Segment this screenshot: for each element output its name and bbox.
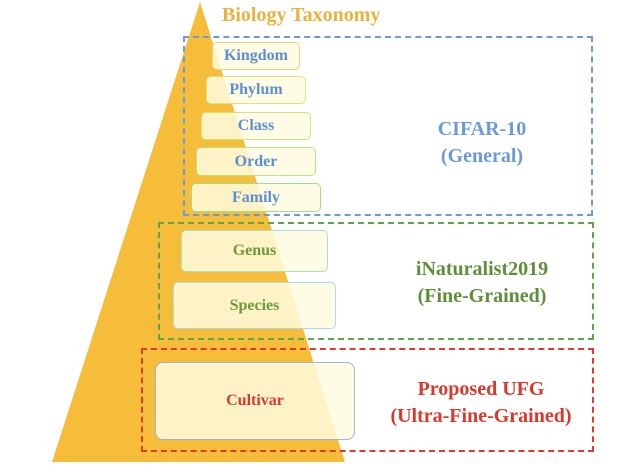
level-order: Order xyxy=(196,147,316,176)
ultra-fine-grained-group-label: Proposed UFG (Ultra-Fine-Grained) xyxy=(370,376,592,430)
general-group-box xyxy=(183,36,593,216)
level-class: Class xyxy=(201,112,311,140)
level-genus: Genus xyxy=(181,230,328,272)
level-species: Species xyxy=(173,282,336,329)
fine-grained-group-label: iNaturalist2019 (Fine-Grained) xyxy=(372,256,592,310)
level-cultivar-label: Cultivar xyxy=(226,392,284,409)
level-species-label: Species xyxy=(229,296,280,314)
general-group-desc: (General) xyxy=(440,145,524,167)
level-cultivar: Cultivar xyxy=(155,362,355,440)
level-kingdom: Kingdom xyxy=(212,42,300,70)
level-order-label: Order xyxy=(234,152,278,170)
level-genus-label: Genus xyxy=(232,242,277,259)
general-group-name: CIFAR-10 xyxy=(437,118,527,140)
level-family-label: Family xyxy=(232,188,280,206)
general-group-label: CIFAR-10 (General) xyxy=(392,116,572,170)
level-family: Family xyxy=(191,183,321,212)
fine-grained-group-name: iNaturalist2019 xyxy=(415,258,549,280)
ultra-fine-grained-group-desc: (Ultra-Fine-Grained) xyxy=(390,405,572,427)
level-class-label: Class xyxy=(237,117,275,134)
ultra-fine-grained-group-box xyxy=(141,348,594,452)
level-kingdom-label: Kingdom xyxy=(223,47,288,64)
level-phylum: Phylum xyxy=(206,76,306,104)
fine-grained-group-desc: (Fine-Grained) xyxy=(417,285,547,307)
fine-grained-group-box xyxy=(158,222,594,340)
level-phylum-label: Phylum xyxy=(229,81,283,98)
diagram-title: Biology Taxonomy xyxy=(222,4,381,26)
ultra-fine-grained-group-name: Proposed UFG xyxy=(417,378,545,400)
